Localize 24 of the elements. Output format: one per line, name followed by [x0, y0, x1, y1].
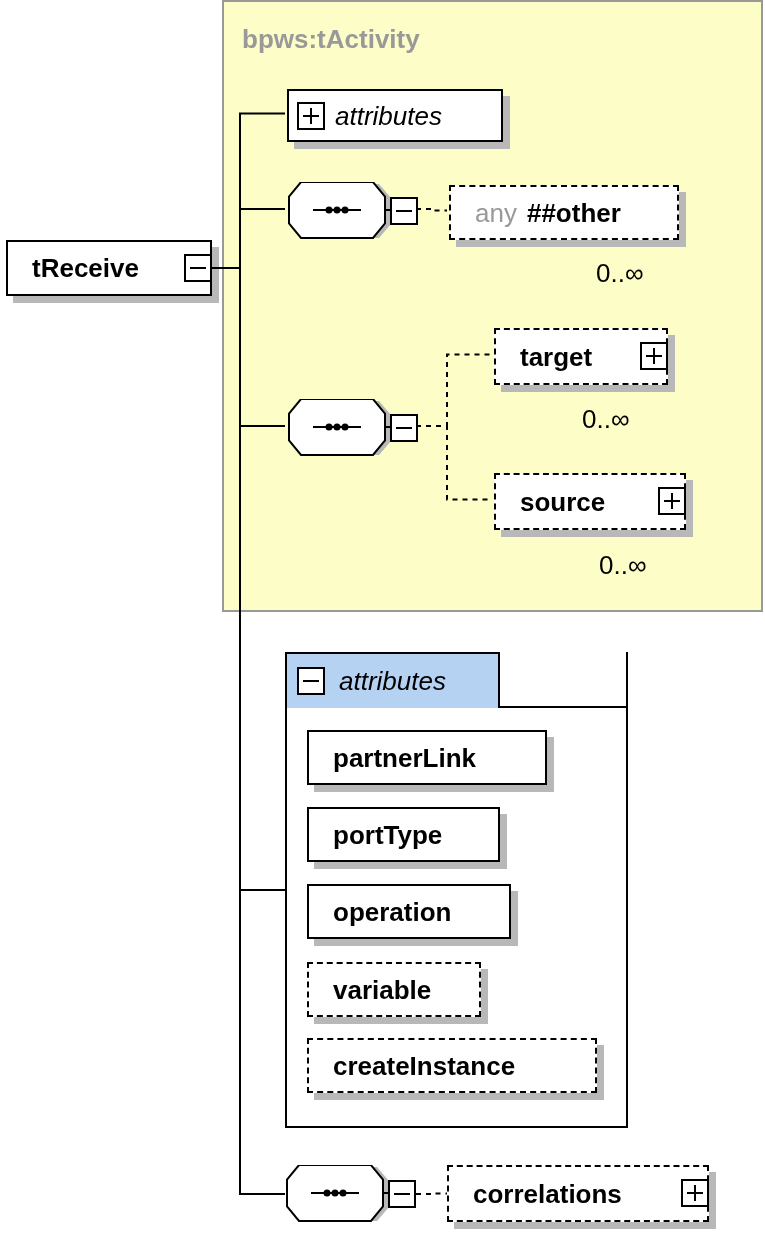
attributes-label: attributes — [335, 102, 442, 129]
sequence-group — [287, 399, 418, 457]
element-name: partnerLink — [333, 744, 477, 771]
attributes-panel — [285, 652, 628, 1128]
element-name: ##other — [526, 199, 621, 226]
element-name: variable — [333, 976, 432, 1003]
sequence-group — [285, 1165, 416, 1223]
element-name: portType — [333, 821, 443, 848]
sequence-group — [287, 182, 418, 240]
element-name: createInstance — [333, 1052, 516, 1079]
element-name: source — [520, 488, 606, 515]
element-name: target — [520, 343, 593, 370]
occurrence-label: 0..∞ — [582, 406, 630, 432]
element-name: correlations — [473, 1180, 622, 1207]
connector-line — [415, 1192, 448, 1195]
namespace-keyword: any — [475, 199, 517, 226]
occurrence-label: 0..∞ — [596, 260, 644, 286]
attributes-label: attributes — [339, 668, 446, 694]
type-region — [222, 0, 763, 612]
connector-line — [415, 208, 448, 212]
type-name: bpws:tActivity — [242, 26, 420, 52]
element-name: operation — [333, 898, 452, 925]
occurrence-label: 0..∞ — [599, 552, 647, 578]
element-name: tReceive — [32, 255, 139, 281]
